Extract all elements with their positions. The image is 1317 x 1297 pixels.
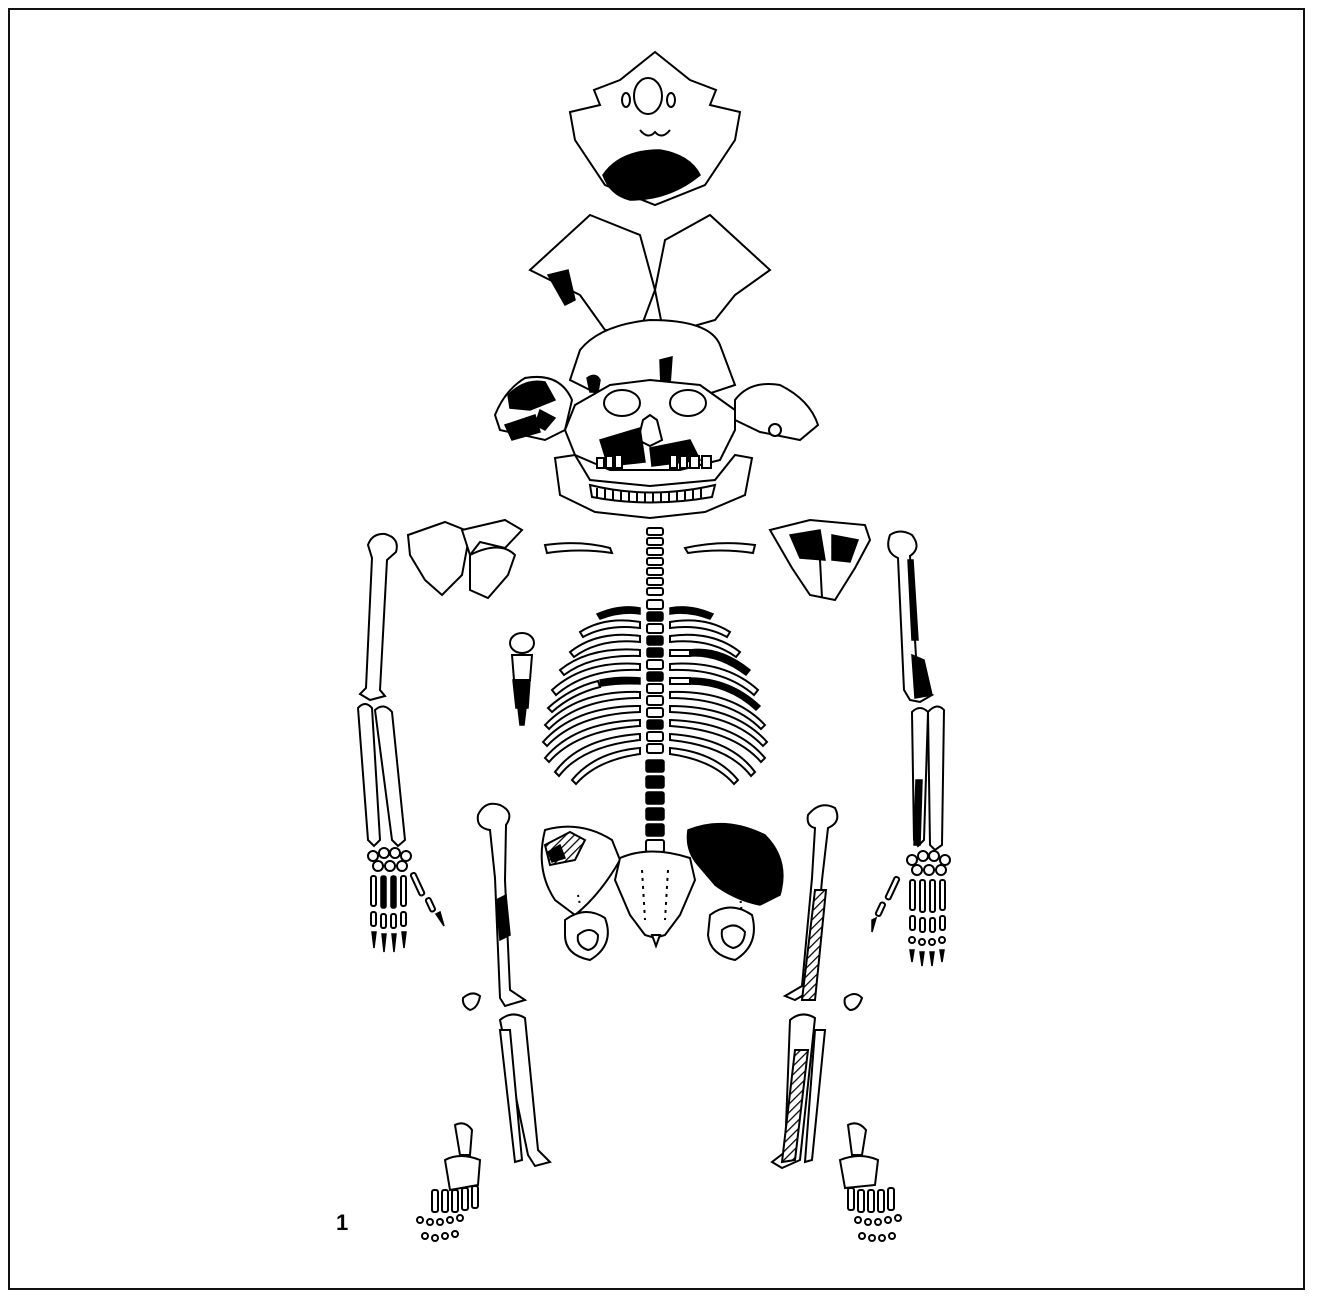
clavicle-right [685,543,755,553]
tibia-fibula-right [772,1014,825,1168]
occipital-bone [570,52,740,205]
tibia-fibula-left [500,1014,550,1166]
patella-right [845,994,862,1010]
vertebral-column [646,528,664,852]
hand-right [872,851,950,966]
facial-skeleton [565,380,735,470]
humerus-left [360,534,397,700]
ischium-pubis-left [565,912,608,960]
temporal-bone-right [735,384,818,440]
cervical-vertebrae [647,528,663,595]
femur-right [785,805,837,1000]
scapula-left [408,520,522,598]
lumbar-vertebrae [646,760,664,852]
scapula-right [770,520,870,600]
figure-number-label: 1 [336,1210,348,1236]
temporal-bone-left [495,377,572,440]
ilium-left [542,827,620,915]
sternum [510,633,534,725]
humerus-right [888,532,932,703]
sacrum [615,852,695,947]
foot-right [840,1123,901,1241]
ilium-right [687,824,782,915]
foot-left [417,1123,480,1241]
patella-left [463,993,480,1010]
femur-left [478,804,525,1006]
ischium-pubis-right [708,908,754,961]
thoracic-vertebrae [647,600,663,753]
hand-left [368,848,444,952]
clavicle-left [545,543,612,553]
ribs-right [670,607,767,784]
ribs-left [543,607,640,784]
parietal-bones [530,215,770,330]
radius-ulna-right [912,706,944,850]
radius-ulna-left [358,704,405,846]
